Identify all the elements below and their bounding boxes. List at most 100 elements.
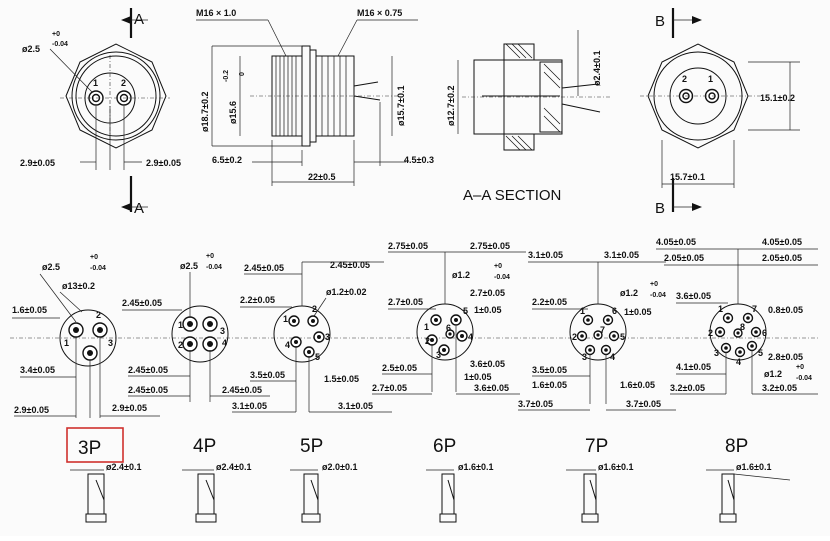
- face-8p-pin-4: 4: [736, 357, 741, 367]
- face-6p-pin-6: 6: [446, 323, 451, 333]
- contact-pin-7p: ø1.6±0.1: [566, 462, 633, 523]
- face-7p-dim-g: 3.7±0.05: [626, 399, 661, 409]
- face-6p-dim-f: 1±0.05: [464, 372, 491, 382]
- face-7p-tol-lower: -0.04: [650, 292, 666, 299]
- face-5p-dim-b: 3.5±0.05: [250, 370, 285, 380]
- face-4p-dim-a: 2.45±0.05: [122, 298, 162, 308]
- variant-label-5p[interactable]: 5P: [300, 436, 323, 457]
- face-8p: 1 2 3 4 5 6 7 8 4.05±0.05 4.05±0.05 2.05…: [656, 237, 818, 395]
- face-5p-pin-1: 1: [283, 314, 288, 324]
- face-8p-pin-hole: ø1.2: [764, 369, 782, 379]
- face-8p-dim-top-right: 4.05±0.05: [762, 237, 802, 247]
- dim-pin-spacing-left: 2.9±0.05: [20, 158, 55, 168]
- variant-label-8p[interactable]: 8P: [725, 436, 748, 457]
- face-8p-pin-5: 5: [758, 348, 763, 358]
- face-8p-pin-3: 3: [714, 348, 719, 358]
- face-8p-dim-c: 4.1±0.05: [676, 362, 711, 372]
- face-6p-pin-1: 1: [424, 322, 429, 332]
- face-3p-dim-a: 1.6±0.05: [12, 305, 47, 315]
- dim-hex-width: 15.7±0.1: [670, 172, 705, 182]
- pin-hole-tol-upper: +0: [52, 31, 60, 38]
- face-8p-dim-b: 0.8±0.05: [768, 305, 803, 315]
- contact-pin-6p-dia: ø1.6±0.1: [458, 462, 493, 472]
- face-8p-dim-f: 3.2±0.05: [762, 383, 797, 393]
- face-3p: 1 2 3 ø2.5 +0 -0.04 ø13±0.2 1.6±0.05 3.4…: [12, 254, 160, 418]
- face-6p-dim-c: 1±0.05: [474, 305, 501, 315]
- contact-pin-6p: ø1.6±0.1: [426, 462, 493, 523]
- dim-body-diameter-tol-upper: -0.2: [223, 70, 230, 82]
- contact-pin-3p: ø2.4±0.1: [70, 462, 141, 523]
- variant-label-6p[interactable]: 6P: [433, 436, 456, 457]
- variant-label-3p[interactable]: 3P: [78, 438, 101, 459]
- pin-hole-diameter: ø2.5: [22, 44, 40, 54]
- face-7p-pin-4: 4: [610, 352, 615, 362]
- variant-label-4p[interactable]: 4P: [193, 436, 216, 457]
- face-8p-dim-a: 3.6±0.05: [676, 291, 711, 301]
- face-6p-dim-a: 2.7±0.05: [388, 297, 423, 307]
- section-title: A–A SECTION: [463, 187, 561, 204]
- face-5p-dim-top-left: 2.45±0.05: [244, 263, 284, 273]
- face-3p-pin-1: 1: [64, 338, 69, 348]
- section-marker-a-bottom: A: [134, 200, 144, 217]
- section-a-a: ø12.7±0.2 ø2.4±0.1 A–A SECTION: [446, 30, 610, 204]
- contact-pin-5p: ø2.0±0.1: [290, 462, 357, 523]
- front-view-a: A A 1 2 ø2.5 +0 -0.04 2.9±0.05 2.9±0.05: [20, 8, 181, 217]
- contact-pin-8p-dia: ø1.6±0.1: [736, 462, 771, 472]
- face-6p-pin-4: 4: [468, 332, 473, 342]
- face-6p-dim-h: 3.6±0.05: [474, 383, 509, 393]
- face-5p-dim-d: 3.1±0.05: [232, 401, 267, 411]
- face-6p-pin-5: 5: [463, 306, 468, 316]
- side-view: M16 × 1.0 M16 × 0.75 ø18.7±0.2 ø15.6 -0.…: [196, 8, 434, 186]
- pin-label-2-rear: 2: [682, 74, 687, 84]
- variant-3p[interactable]: 3P: [66, 427, 124, 463]
- face-6p-dim-d: 2.5±0.05: [382, 363, 417, 373]
- dim-outer-diameter: ø18.7±0.2: [200, 92, 210, 132]
- face-4p-pin-2: 2: [178, 340, 183, 350]
- dim-total-length: 22±0.5: [308, 172, 335, 182]
- dim-section-diameter: ø12.7±0.2: [446, 86, 456, 126]
- face-4p-pin-hole: ø2.5: [180, 261, 198, 271]
- face-4p-pin-3: 3: [220, 326, 225, 336]
- face-6p-dim-b: 2.7±0.05: [470, 288, 505, 298]
- face-4p-dim-b: 2.45±0.05: [128, 365, 168, 375]
- face-4p-tol-upper: +0: [206, 253, 214, 260]
- face-8p-pin-6: 6: [762, 328, 767, 338]
- section-marker-b-bottom: B: [655, 200, 665, 217]
- face-3p-pin-hole: ø2.5: [42, 262, 60, 272]
- pin-label-2: 2: [121, 78, 126, 88]
- face-8p-dim-top-left: 4.05±0.05: [656, 237, 696, 247]
- face-3p-dim-d: 2.9±0.05: [112, 403, 147, 413]
- face-7p-dim-top-right: 3.1±0.05: [604, 250, 639, 260]
- rear-view-b: B B 2 1 15.1±0.2 15.7±0.1: [640, 8, 800, 217]
- face-3p-dim-c: 2.9±0.05: [14, 405, 49, 415]
- face-7p-pin-1: 1: [580, 306, 585, 316]
- contact-pin-4p-dia: ø2.4±0.1: [216, 462, 251, 472]
- face-5p-pin-3: 3: [325, 332, 330, 342]
- face-7p-dim-a: 2.2±0.05: [532, 297, 567, 307]
- face-3p-pin-2: 2: [96, 310, 101, 320]
- face-4p-tol-lower: -0.04: [206, 264, 222, 271]
- dim-tail-length: 4.5±0.3: [404, 155, 434, 165]
- face-7p-dim-b: 1±0.05: [624, 307, 651, 317]
- pin-hole-tol-lower: -0.04: [52, 41, 68, 48]
- face-4p-dim-d: 2.45±0.05: [222, 385, 262, 395]
- face-6p-pin-hole: ø1.2: [452, 270, 470, 280]
- face-3p-dim-b: 3.4±0.05: [20, 365, 55, 375]
- face-6p-tol-upper: +0: [494, 263, 502, 270]
- variant-label-7p[interactable]: 7P: [585, 436, 608, 457]
- contact-pin-7p-dia: ø1.6±0.1: [598, 462, 633, 472]
- face-8p-pin-1: 1: [718, 304, 723, 314]
- face-8p-pin-8: 8: [740, 322, 745, 332]
- face-5p-dim-a: 2.2±0.05: [240, 295, 275, 305]
- thread-inner-spec: M16 × 0.75: [357, 8, 402, 18]
- face-6p-dim-e: 3.6±0.05: [470, 359, 505, 369]
- contact-pin-5p-dia: ø2.0±0.1: [322, 462, 357, 472]
- face-7p-dim-d: 1.6±0.05: [532, 380, 567, 390]
- face-7p-tol-upper: +0: [650, 281, 658, 288]
- dim-body-diameter-tol-lower: 0: [239, 72, 246, 76]
- face-7p-pin-2: 2: [572, 332, 577, 342]
- contact-pin-3p-dia: ø2.4±0.1: [106, 462, 141, 472]
- face-7p-dim-top-left: 3.1±0.05: [528, 250, 563, 260]
